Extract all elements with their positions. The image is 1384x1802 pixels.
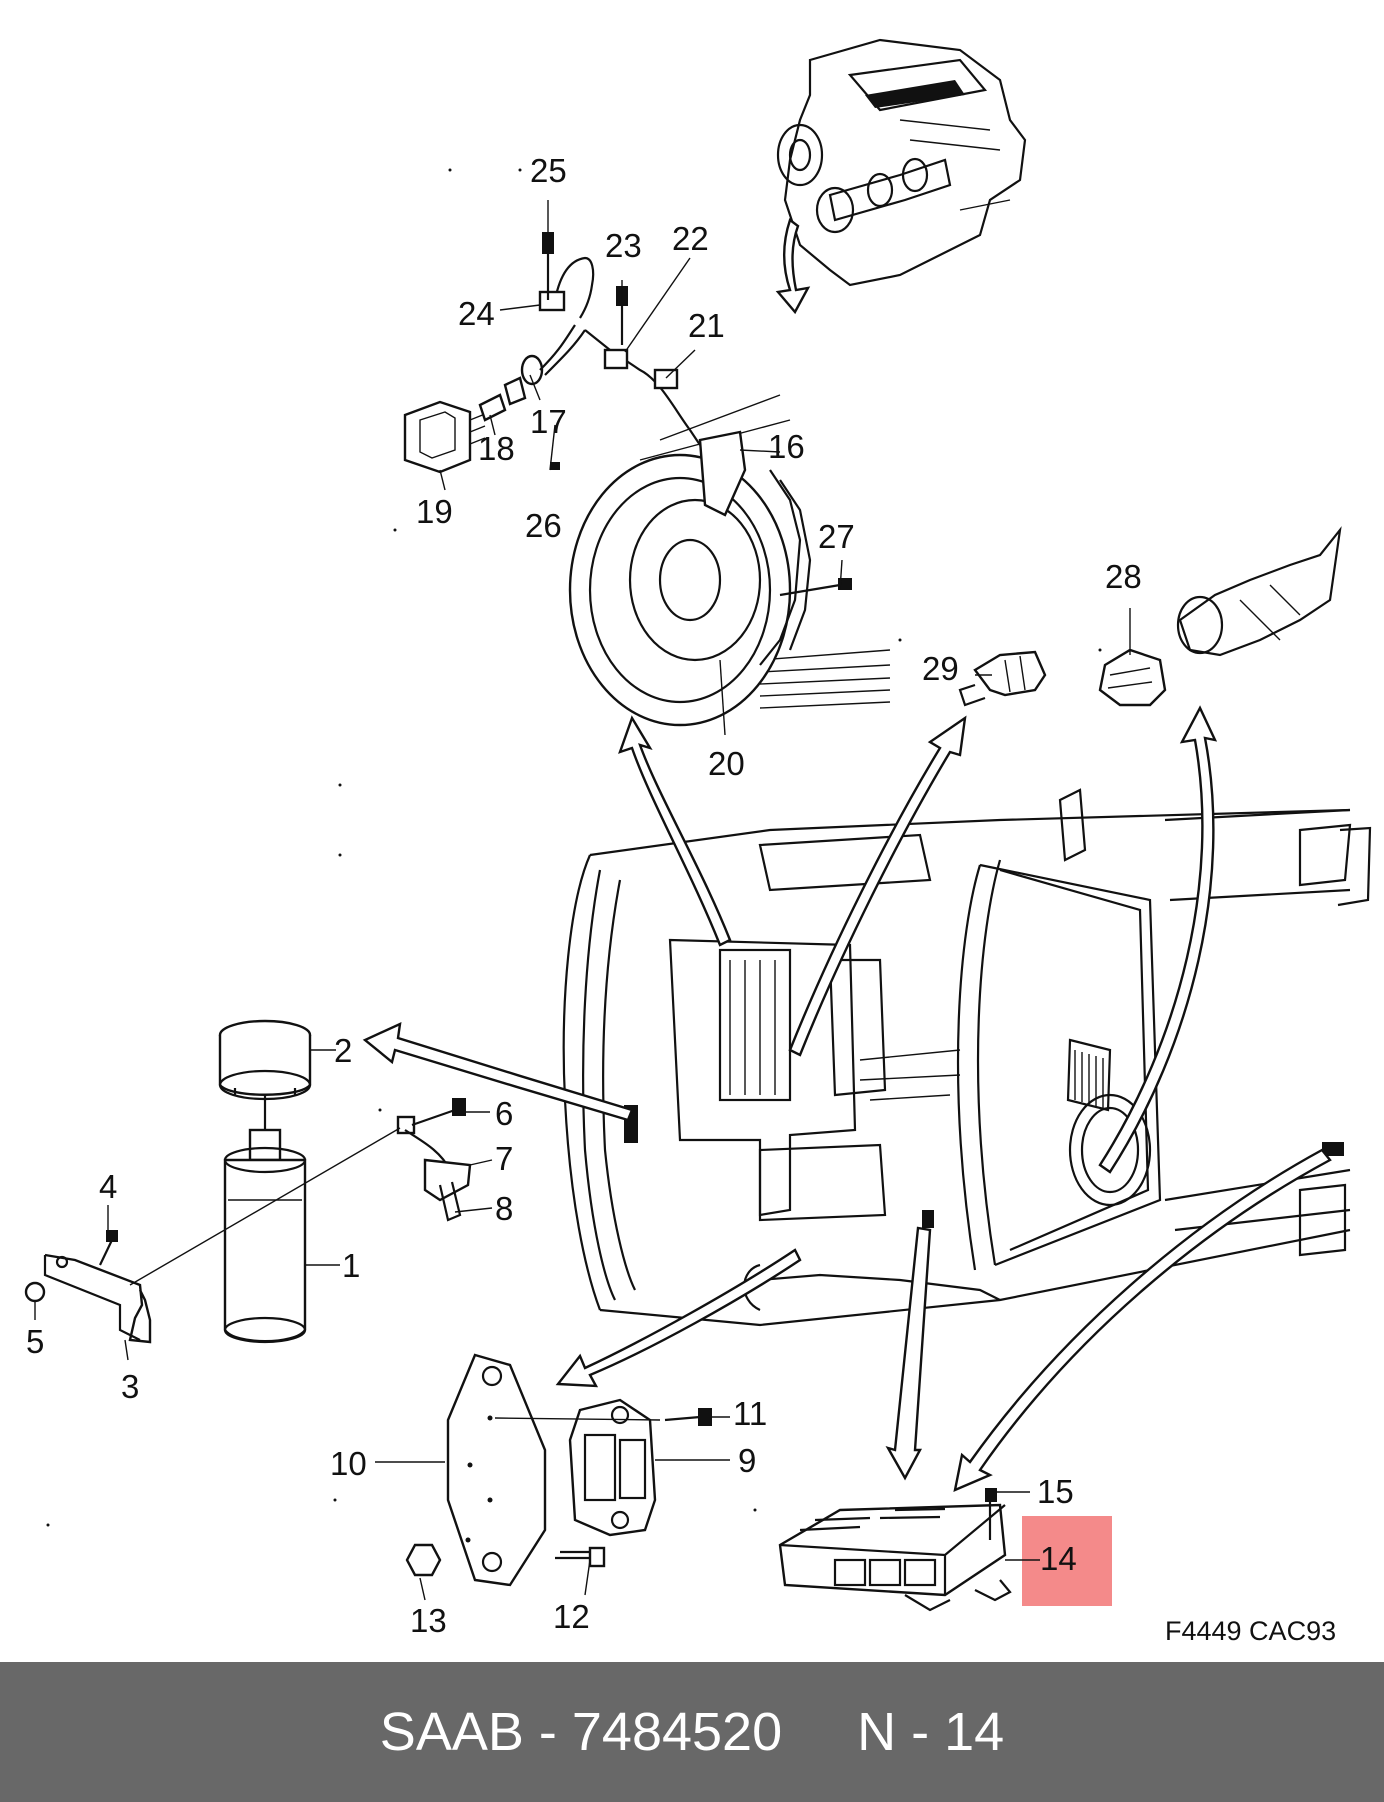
car-body xyxy=(562,788,1372,1327)
part-labels: 1 2 3 4 5 6 7 8 9 10 11 12 13 14 15 16 1… xyxy=(26,152,1336,1646)
label-16[interactable]: 16 xyxy=(768,428,805,465)
label-18[interactable]: 18 xyxy=(478,430,515,467)
label-10[interactable]: 10 xyxy=(330,1445,367,1482)
label-29[interactable]: 29 xyxy=(922,650,959,687)
label-8[interactable]: 8 xyxy=(495,1190,513,1227)
parts-diagram: 1 2 3 4 5 6 7 8 9 10 11 12 13 14 15 16 1… xyxy=(24,38,1372,1646)
label-9[interactable]: 9 xyxy=(738,1442,756,1479)
label-26[interactable]: 26 xyxy=(525,507,562,544)
engine-illustration xyxy=(775,38,1027,315)
label-23[interactable]: 23 xyxy=(605,227,642,264)
location-arrows xyxy=(362,705,1332,1493)
label-25[interactable]: 25 xyxy=(530,152,567,189)
ecu-module[interactable] xyxy=(778,1488,1012,1612)
label-2[interactable]: 2 xyxy=(334,1032,352,1069)
part-caption-bar: SAAB - 7484520 N - 14 xyxy=(0,1662,1384,1802)
label-24[interactable]: 24 xyxy=(458,295,495,332)
label-15[interactable]: 15 xyxy=(1037,1473,1074,1510)
crank-pulley xyxy=(550,394,891,727)
brand-name: SAAB xyxy=(379,1702,524,1762)
sensor-harness xyxy=(403,232,701,474)
scatter-dots xyxy=(46,168,1102,1527)
label-27[interactable]: 27 xyxy=(818,518,855,555)
ignition-coil-group xyxy=(24,1019,472,1344)
label-6[interactable]: 6 xyxy=(495,1095,513,1132)
label-17[interactable]: 17 xyxy=(530,403,567,440)
label-14[interactable]: 14 xyxy=(1040,1540,1077,1577)
label-19[interactable]: 19 xyxy=(416,493,453,530)
drawing-code: F4449 CAC93 xyxy=(1165,1616,1336,1646)
leader-lines xyxy=(34,200,1131,1601)
label-3[interactable]: 3 xyxy=(121,1368,139,1405)
highlight-box xyxy=(1022,1516,1112,1606)
gap xyxy=(782,1701,857,1763)
ignition-module-group xyxy=(405,1353,712,1587)
label-21[interactable]: 21 xyxy=(688,307,725,344)
label-13[interactable]: 13 xyxy=(410,1602,447,1639)
part-number: 7484520 xyxy=(571,1702,783,1762)
label-5[interactable]: 5 xyxy=(26,1323,44,1360)
switch-and-lock xyxy=(958,526,1342,707)
label-22[interactable]: 22 xyxy=(672,220,709,257)
label-12[interactable]: 12 xyxy=(553,1598,590,1635)
label-1[interactable]: 1 xyxy=(342,1247,360,1284)
separator: - xyxy=(523,1702,572,1762)
label-20[interactable]: 20 xyxy=(708,745,745,782)
diagram-position: N - 14 xyxy=(857,1702,1005,1762)
label-7[interactable]: 7 xyxy=(495,1140,513,1177)
label-4[interactable]: 4 xyxy=(99,1168,117,1205)
label-11[interactable]: 11 xyxy=(733,1395,767,1432)
label-28[interactable]: 28 xyxy=(1105,558,1142,595)
